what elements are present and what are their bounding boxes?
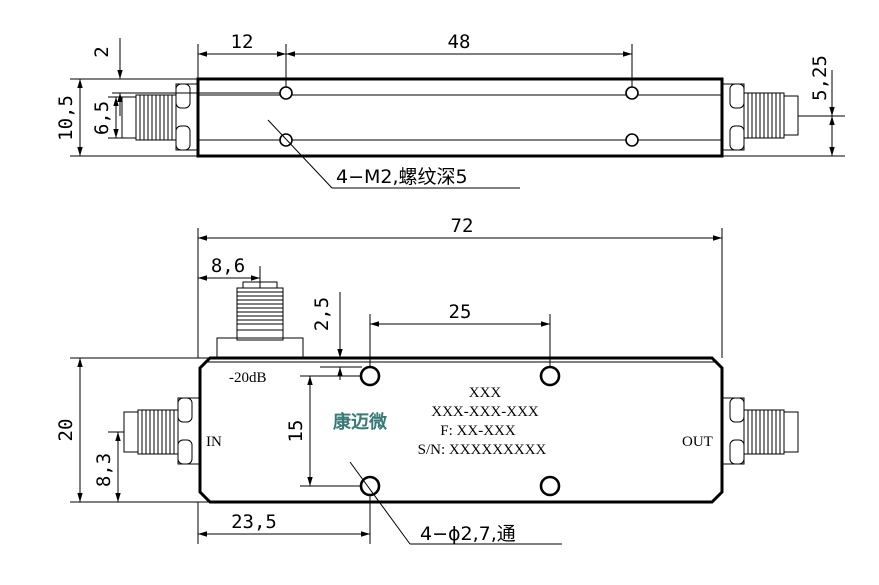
dim-8-6: 8,6 <box>211 255 245 277</box>
top-view: 12 48 2 10,5 6,5 5,25 4−M2,螺纹深5 <box>55 31 845 189</box>
out-connector <box>721 397 799 465</box>
top-port-connector <box>216 281 304 359</box>
brand-logo-text: 康迈微 <box>333 411 387 433</box>
front-hole <box>359 475 381 497</box>
top-left-connector <box>121 83 199 151</box>
dim-10-5: 10,5 <box>55 95 77 141</box>
out-label: OUT <box>682 434 713 450</box>
front-hole <box>359 365 381 387</box>
dim-5-25: 5,25 <box>809 55 831 101</box>
front-view: -20dB IN OUT 康迈微 XXX XXX-XXX-XXX F: XX-X… <box>55 215 799 545</box>
dim-23-5: 23,5 <box>231 511 277 533</box>
top-hole <box>625 133 639 147</box>
top-body <box>196 77 724 158</box>
dim-12: 12 <box>231 31 254 53</box>
dim-8-3: 8,3 <box>93 453 115 487</box>
dim-2-5: 2,5 <box>311 297 333 331</box>
top-hole <box>625 86 639 100</box>
top-hole <box>279 86 293 100</box>
dim-48: 48 <box>448 31 471 53</box>
dim-2: 2 <box>91 46 113 57</box>
dim-15: 15 <box>285 420 307 443</box>
dim-25: 25 <box>449 301 472 323</box>
dim-6-5: 6,5 <box>91 101 113 135</box>
marking-line-3: F: XX-XXX <box>440 423 516 439</box>
in-connector <box>123 397 201 465</box>
marking-line-1: XXX <box>469 385 502 401</box>
marking-line-2: XXX-XXX-XXX <box>431 404 539 420</box>
hole-note: 4−ϕ2,7,通 <box>420 523 516 545</box>
top-right-connector <box>721 83 799 151</box>
front-hole <box>539 365 561 387</box>
front-hole <box>539 475 561 497</box>
dim-72: 72 <box>451 215 474 237</box>
marking-line-4: S/N: XXXXXXXXX <box>418 442 547 458</box>
dim-20: 20 <box>55 419 77 442</box>
in-label: IN <box>206 434 222 450</box>
coupled-port-label: -20dB <box>229 370 267 386</box>
thread-note: 4−M2,螺纹深5 <box>336 166 468 188</box>
